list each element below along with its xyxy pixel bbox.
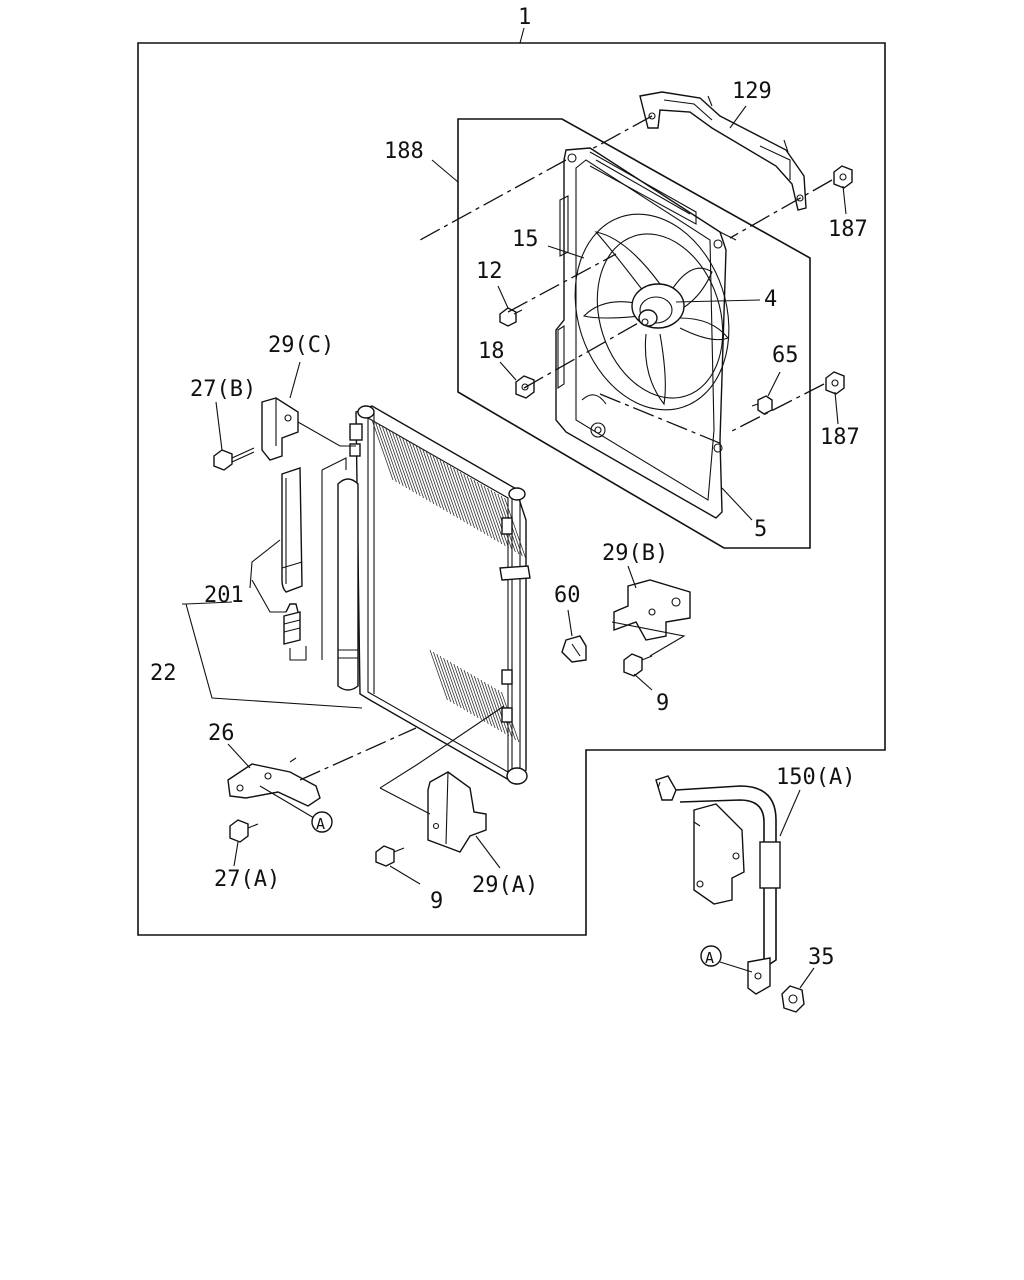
callout-60: 60: [554, 583, 581, 608]
leader-150a: [779, 789, 801, 837]
leader-201: [249, 539, 286, 613]
callout-188: 188: [384, 139, 424, 164]
leader-12: [497, 285, 509, 309]
leader-9b: [389, 865, 421, 885]
callout-35: 35: [808, 945, 835, 970]
leader-27a: [233, 841, 239, 867]
leader-26: [227, 743, 251, 769]
leader-187b: [834, 391, 839, 425]
callout-5: 5: [754, 517, 767, 542]
bolt-65: [751, 395, 773, 415]
callout-65: 65: [772, 343, 799, 368]
bolt-9-lower: [375, 845, 405, 867]
bracket-26-marker-link: [259, 785, 315, 819]
fan-motor: [631, 283, 685, 329]
fan: [574, 213, 730, 411]
callout-187-upper: 187: [828, 217, 868, 242]
bracket-29c: [261, 397, 299, 461]
leader-9a: [633, 673, 653, 691]
callout-15: 15: [512, 227, 539, 252]
callout-9-lower: 9: [430, 889, 443, 914]
fan-subassembly-outline: [457, 118, 811, 549]
callout-150a: 150(A): [776, 765, 855, 790]
bolt-9-upper: [623, 653, 653, 677]
bracket-26: [227, 757, 321, 807]
upper-bracket: [639, 91, 807, 211]
bracket-29a: [427, 771, 487, 853]
clip-60: [561, 635, 587, 663]
leader-4: [675, 299, 761, 303]
marker-a-left-label: A: [316, 815, 325, 833]
bracket-29b-link: [611, 621, 686, 657]
leader-188: [431, 159, 459, 183]
callout-12: 12: [476, 259, 503, 284]
fan-shroud: [555, 147, 737, 519]
leader-29c: [289, 361, 301, 399]
callout-29b: 29(B): [602, 541, 668, 566]
receiver-dryer: [321, 457, 359, 691]
callout-4: 4: [764, 287, 777, 312]
leader-29a: [475, 835, 501, 869]
callout-27a: 27(A): [214, 867, 280, 892]
callout-26: 26: [208, 721, 235, 746]
leader-60: [567, 609, 573, 637]
bolt-27a: [229, 819, 259, 843]
condenser: [355, 405, 528, 785]
assembly-outline: [137, 42, 886, 936]
leader-187a: [842, 185, 847, 215]
bracket-29b: [613, 579, 691, 641]
nut-187-upper: [833, 165, 853, 189]
leader-15: [547, 245, 585, 259]
reference-marker-a-left: [311, 811, 333, 833]
callout-29a: 29(A): [472, 873, 538, 898]
callout-29c: 29(C): [268, 333, 334, 358]
callout-129: 129: [732, 79, 772, 104]
callout-201: 201: [204, 583, 244, 608]
marker-a-right-link: [719, 961, 753, 973]
bracket-29a-link: [379, 705, 505, 815]
callout-187-lower: 187: [820, 425, 860, 450]
leader-35: [799, 967, 815, 989]
callout-1: 1: [518, 5, 531, 30]
leader-129: [729, 105, 747, 129]
marker-a-right-label: A: [705, 949, 714, 967]
reference-marker-a-right: [700, 945, 722, 967]
bracket-29c-link: [297, 421, 356, 447]
callout-9-upper: 9: [656, 691, 669, 716]
condenser-side-brackets: [349, 423, 531, 723]
bracket-26-link: [299, 727, 417, 781]
receiver-plug: [283, 603, 307, 661]
pipe-150a: [655, 775, 781, 995]
leader-22: [182, 601, 363, 709]
leader-65: [767, 371, 781, 397]
leader-5: [721, 487, 753, 521]
leader-29b: [627, 565, 637, 589]
callout-22: 22: [150, 661, 177, 686]
leader-1: [519, 27, 525, 44]
nut-35: [781, 985, 805, 1013]
callout-18: 18: [478, 339, 505, 364]
alignment-lines: [419, 115, 833, 445]
leader-27b: [215, 401, 223, 451]
nut-187-lower: [825, 371, 845, 395]
bolt-27b: [213, 447, 255, 471]
desiccant-bag: [281, 467, 303, 593]
callout-27b: 27(B): [190, 377, 256, 402]
leader-18: [499, 361, 517, 381]
